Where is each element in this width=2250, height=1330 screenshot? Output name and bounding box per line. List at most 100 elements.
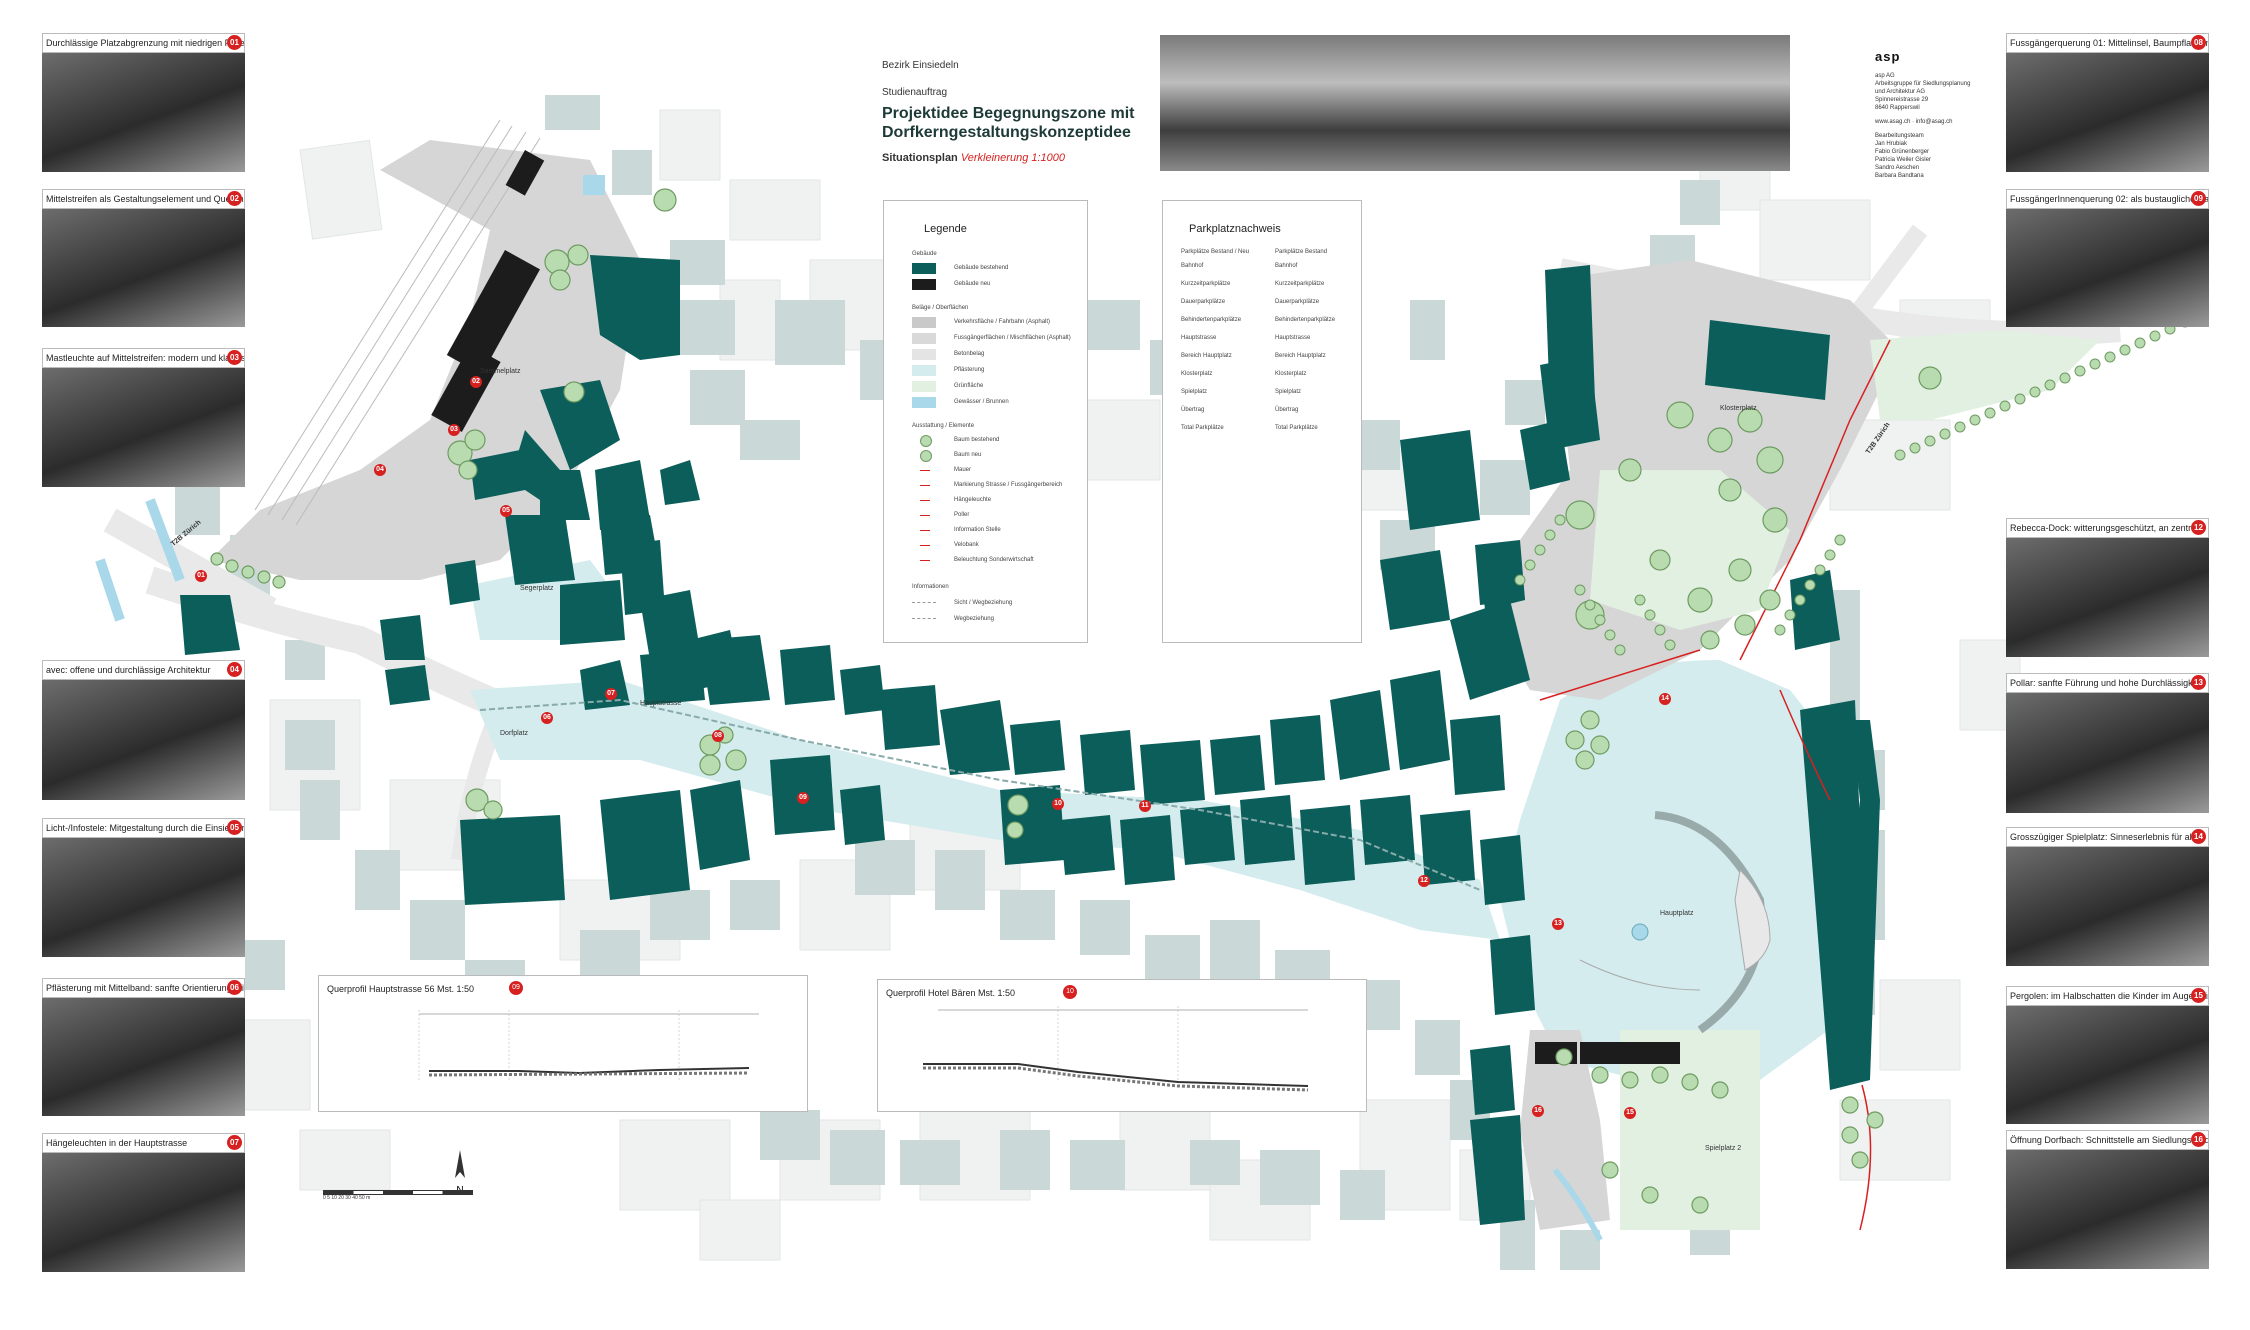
- photo-12: Rebecca-Dock: witterungsgeschützt, an ze…: [2006, 518, 2209, 657]
- legend-item: Markierung Strasse / Fussgängerbereich: [954, 482, 1063, 488]
- photo-number: 01: [227, 35, 242, 50]
- photo-caption: Pflästerung mit Mittelband: sanfte Orien…: [42, 978, 245, 998]
- photo-image: [42, 209, 245, 327]
- section-drawing-2: [923, 1006, 1309, 1092]
- photo-image: [2006, 693, 2209, 813]
- photo-number: 13: [2191, 675, 2206, 690]
- office-logo: asp: [1875, 49, 1901, 64]
- office-line: und Architektur AG: [1875, 89, 1926, 95]
- section-num-1: 09: [509, 981, 523, 995]
- photo-01: Durchlässige Platzabgrenzung mit niedrig…: [42, 33, 245, 172]
- label-segerplatz: Segerplatz: [520, 585, 554, 592]
- photo-16: Öffnung Dorfbach: Schnittstelle am Siedl…: [2006, 1130, 2209, 1269]
- photo-02: Mittelstreifen als Gestaltungselement un…: [42, 189, 245, 327]
- parking-row-label: Bereich Hauptplatz: [1275, 353, 1326, 359]
- parking-row-label: Übertrag: [1181, 407, 1205, 413]
- parking-title: Parkplatznachweis: [1189, 223, 1281, 235]
- parking-row-label: Behindertenparkplätze: [1275, 317, 1336, 323]
- legend-swatch: [912, 333, 936, 344]
- parking-row-label: Bereich Hauptplatz: [1181, 353, 1232, 359]
- legend-item: Gewässer / Brunnen: [954, 399, 1009, 405]
- parking-row-label: Hauptstrasse: [1275, 335, 1311, 341]
- photo-caption: Öffnung Dorfbach: Schnittstelle am Siedl…: [2006, 1130, 2209, 1150]
- parking-row-label: Kurzzeitparkplätze: [1275, 281, 1325, 287]
- photo-image: [42, 838, 245, 957]
- legend-swatch: [912, 397, 936, 408]
- plan-marker: 10: [1052, 798, 1064, 810]
- photo-14: Grosszügiger Spielplatz: Sinneserlebnis …: [2006, 827, 2209, 966]
- project-title: Projektidee Begegnungszone mit Dorfkerng…: [882, 105, 1135, 141]
- plan-title: Situationsplan Verkleinerung 1:1000: [882, 152, 1066, 164]
- photo-number: 12: [2191, 520, 2206, 535]
- photo-image: [2006, 1150, 2209, 1269]
- hauptplatz-features: [1579, 811, 1771, 1034]
- parking-row-label: Total Parkplätze: [1181, 425, 1224, 431]
- legend-item: Velobank: [954, 542, 979, 548]
- parking-panel: Parkplatznachweis Parkplätze Bestand / N…: [1162, 200, 1362, 643]
- plan-marker: 14: [1659, 693, 1671, 705]
- section-title-2: Querprofil Hotel Bären Mst. 1:50: [886, 988, 1016, 998]
- plan-marker: 11: [1139, 800, 1151, 812]
- legend-item: Information Stelle: [954, 527, 1001, 533]
- legend-swatch: [912, 381, 936, 392]
- label-dorfplatz: Dorfplatz: [500, 730, 529, 737]
- photo-06: Pflästerung mit Mittelband: sanfte Orien…: [42, 978, 245, 1116]
- existing-buildings: [180, 255, 1880, 1225]
- legend-symbol: [920, 480, 930, 486]
- photo-caption: Grosszügiger Spielplatz: Sinneserlebnis …: [2006, 827, 2209, 847]
- railway: [254, 119, 541, 526]
- legend-item: Baum bestehend: [954, 437, 1000, 443]
- parking-col2-head: Parkplätze Bestand: [1275, 249, 1328, 255]
- photo-number: 06: [227, 980, 242, 995]
- parking-row-label: Kurzzeitparkplätze: [1181, 281, 1231, 287]
- office-line: 8640 Rapperswil: [1875, 105, 1920, 111]
- legend-symbol: [920, 555, 930, 561]
- boundary-wall: [1539, 649, 1701, 701]
- photo-04: avec: offene und durchlässige Architektu…: [42, 660, 245, 800]
- parking-row-label: Übertrag: [1275, 407, 1299, 413]
- office-line: Fabio Grünenberger: [1875, 149, 1930, 155]
- parking-row-label: Behindertenparkplätze: [1181, 317, 1242, 323]
- scale-bar-label: 0 5 10 20 30 40 50 m: [323, 1195, 371, 1201]
- plan-marker: 15: [1624, 1107, 1636, 1119]
- legend-item: Betonbelag: [954, 351, 985, 357]
- parking-row-label: Klosterplatz: [1275, 371, 1307, 377]
- photo-number: 16: [2191, 1132, 2206, 1147]
- plan-marker: 12: [1418, 875, 1430, 887]
- legend-item: Verkehrsfläche / Fahrbahn (Asphalt): [954, 319, 1051, 325]
- legend-symbol: [920, 525, 930, 531]
- parking-row-label: Total Parkplätze: [1275, 425, 1318, 431]
- section-title-1: Querprofil Hauptstrasse 56 Mst. 1:50: [327, 984, 475, 994]
- plan-marker: 09: [797, 792, 809, 804]
- legend-swatch: [912, 279, 936, 290]
- parking-row-label: Hauptstrasse: [1181, 335, 1217, 341]
- photo-13: Pollar: sanfte Führung und hohe Durchläs…: [2006, 673, 2209, 813]
- commission: Studienauftrag: [882, 87, 948, 98]
- office-line: Arbeitsgruppe für Siedlungsplanung: [1875, 81, 1971, 87]
- label-klosterplatz: Klosterplatz: [1720, 405, 1757, 412]
- section-num-2: 10: [1063, 985, 1077, 999]
- photo-caption: FussgängerInnenquerung 02: als bustaugli…: [2006, 189, 2209, 209]
- water-basin: [583, 175, 605, 195]
- section-profile-1: Querprofil Hauptstrasse 56 Mst. 1:50 09: [318, 975, 808, 1112]
- photo-image: [42, 680, 245, 800]
- photo-number: 02: [227, 191, 242, 206]
- office-line: Sandro Aeschen: [1875, 165, 1920, 171]
- legend-item: Grünfläche: [954, 383, 984, 389]
- photo-caption: Fussgängerquerung 01: Mittelinsel, Baump…: [2006, 33, 2209, 53]
- parking-row-label: Bahnhof: [1181, 263, 1204, 269]
- legend-section: Gebäude: [912, 251, 937, 257]
- parking-row-label: Spielplatz: [1275, 389, 1302, 395]
- parking-row-label: Dauerparkplätze: [1181, 299, 1226, 305]
- plan-marker: 01: [195, 570, 207, 582]
- photo-caption: Hängeleuchten in der Hauptstrasse: [42, 1133, 245, 1153]
- parking-row-label: Bahnhof: [1275, 263, 1298, 269]
- legend-symbol: [920, 540, 930, 546]
- photo-caption: Mittelstreifen als Gestaltungselement un…: [42, 189, 245, 209]
- legend-symbol: [912, 618, 936, 619]
- legend-section: Beläge / Oberflächen: [912, 305, 969, 311]
- photo-number: 05: [227, 820, 242, 835]
- parking-row-label: Spielplatz: [1181, 389, 1208, 395]
